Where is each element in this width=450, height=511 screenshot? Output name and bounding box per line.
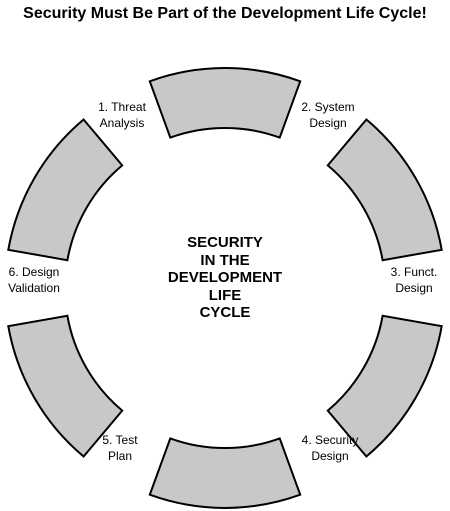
segment-top bbox=[148, 67, 302, 139]
center-line: CYCLE bbox=[199, 304, 251, 321]
center-caption: SECURITY IN THE DEVELOPMENT LIFE CYCLE bbox=[145, 234, 305, 322]
segment-upper-right bbox=[326, 118, 443, 262]
stage-label-test-plan: 5. Test Plan bbox=[102, 433, 138, 463]
center-line: DEVELOPMENT bbox=[167, 269, 283, 286]
diagram-title: Security Must Be Part of the Development… bbox=[23, 5, 427, 22]
stage-label-funct-design: 3. Funct. Design bbox=[390, 265, 438, 295]
segment-lower-left bbox=[7, 314, 124, 458]
stage-label-design-validation: 6. Design Validation bbox=[8, 265, 60, 295]
center-line: SECURITY bbox=[187, 234, 263, 251]
center-line: LIFE bbox=[208, 286, 242, 304]
center-line: IN THE bbox=[200, 251, 250, 269]
segment-lower-right bbox=[326, 314, 443, 458]
segment-bottom bbox=[148, 437, 302, 509]
stage-label-threat-analysis: 1. Threat Analysis bbox=[98, 100, 146, 130]
stage-label-system-design: 2. System Design bbox=[301, 100, 355, 130]
stage-label-security-design: 4. Security Design bbox=[301, 433, 359, 463]
segment-upper-left bbox=[7, 118, 124, 262]
